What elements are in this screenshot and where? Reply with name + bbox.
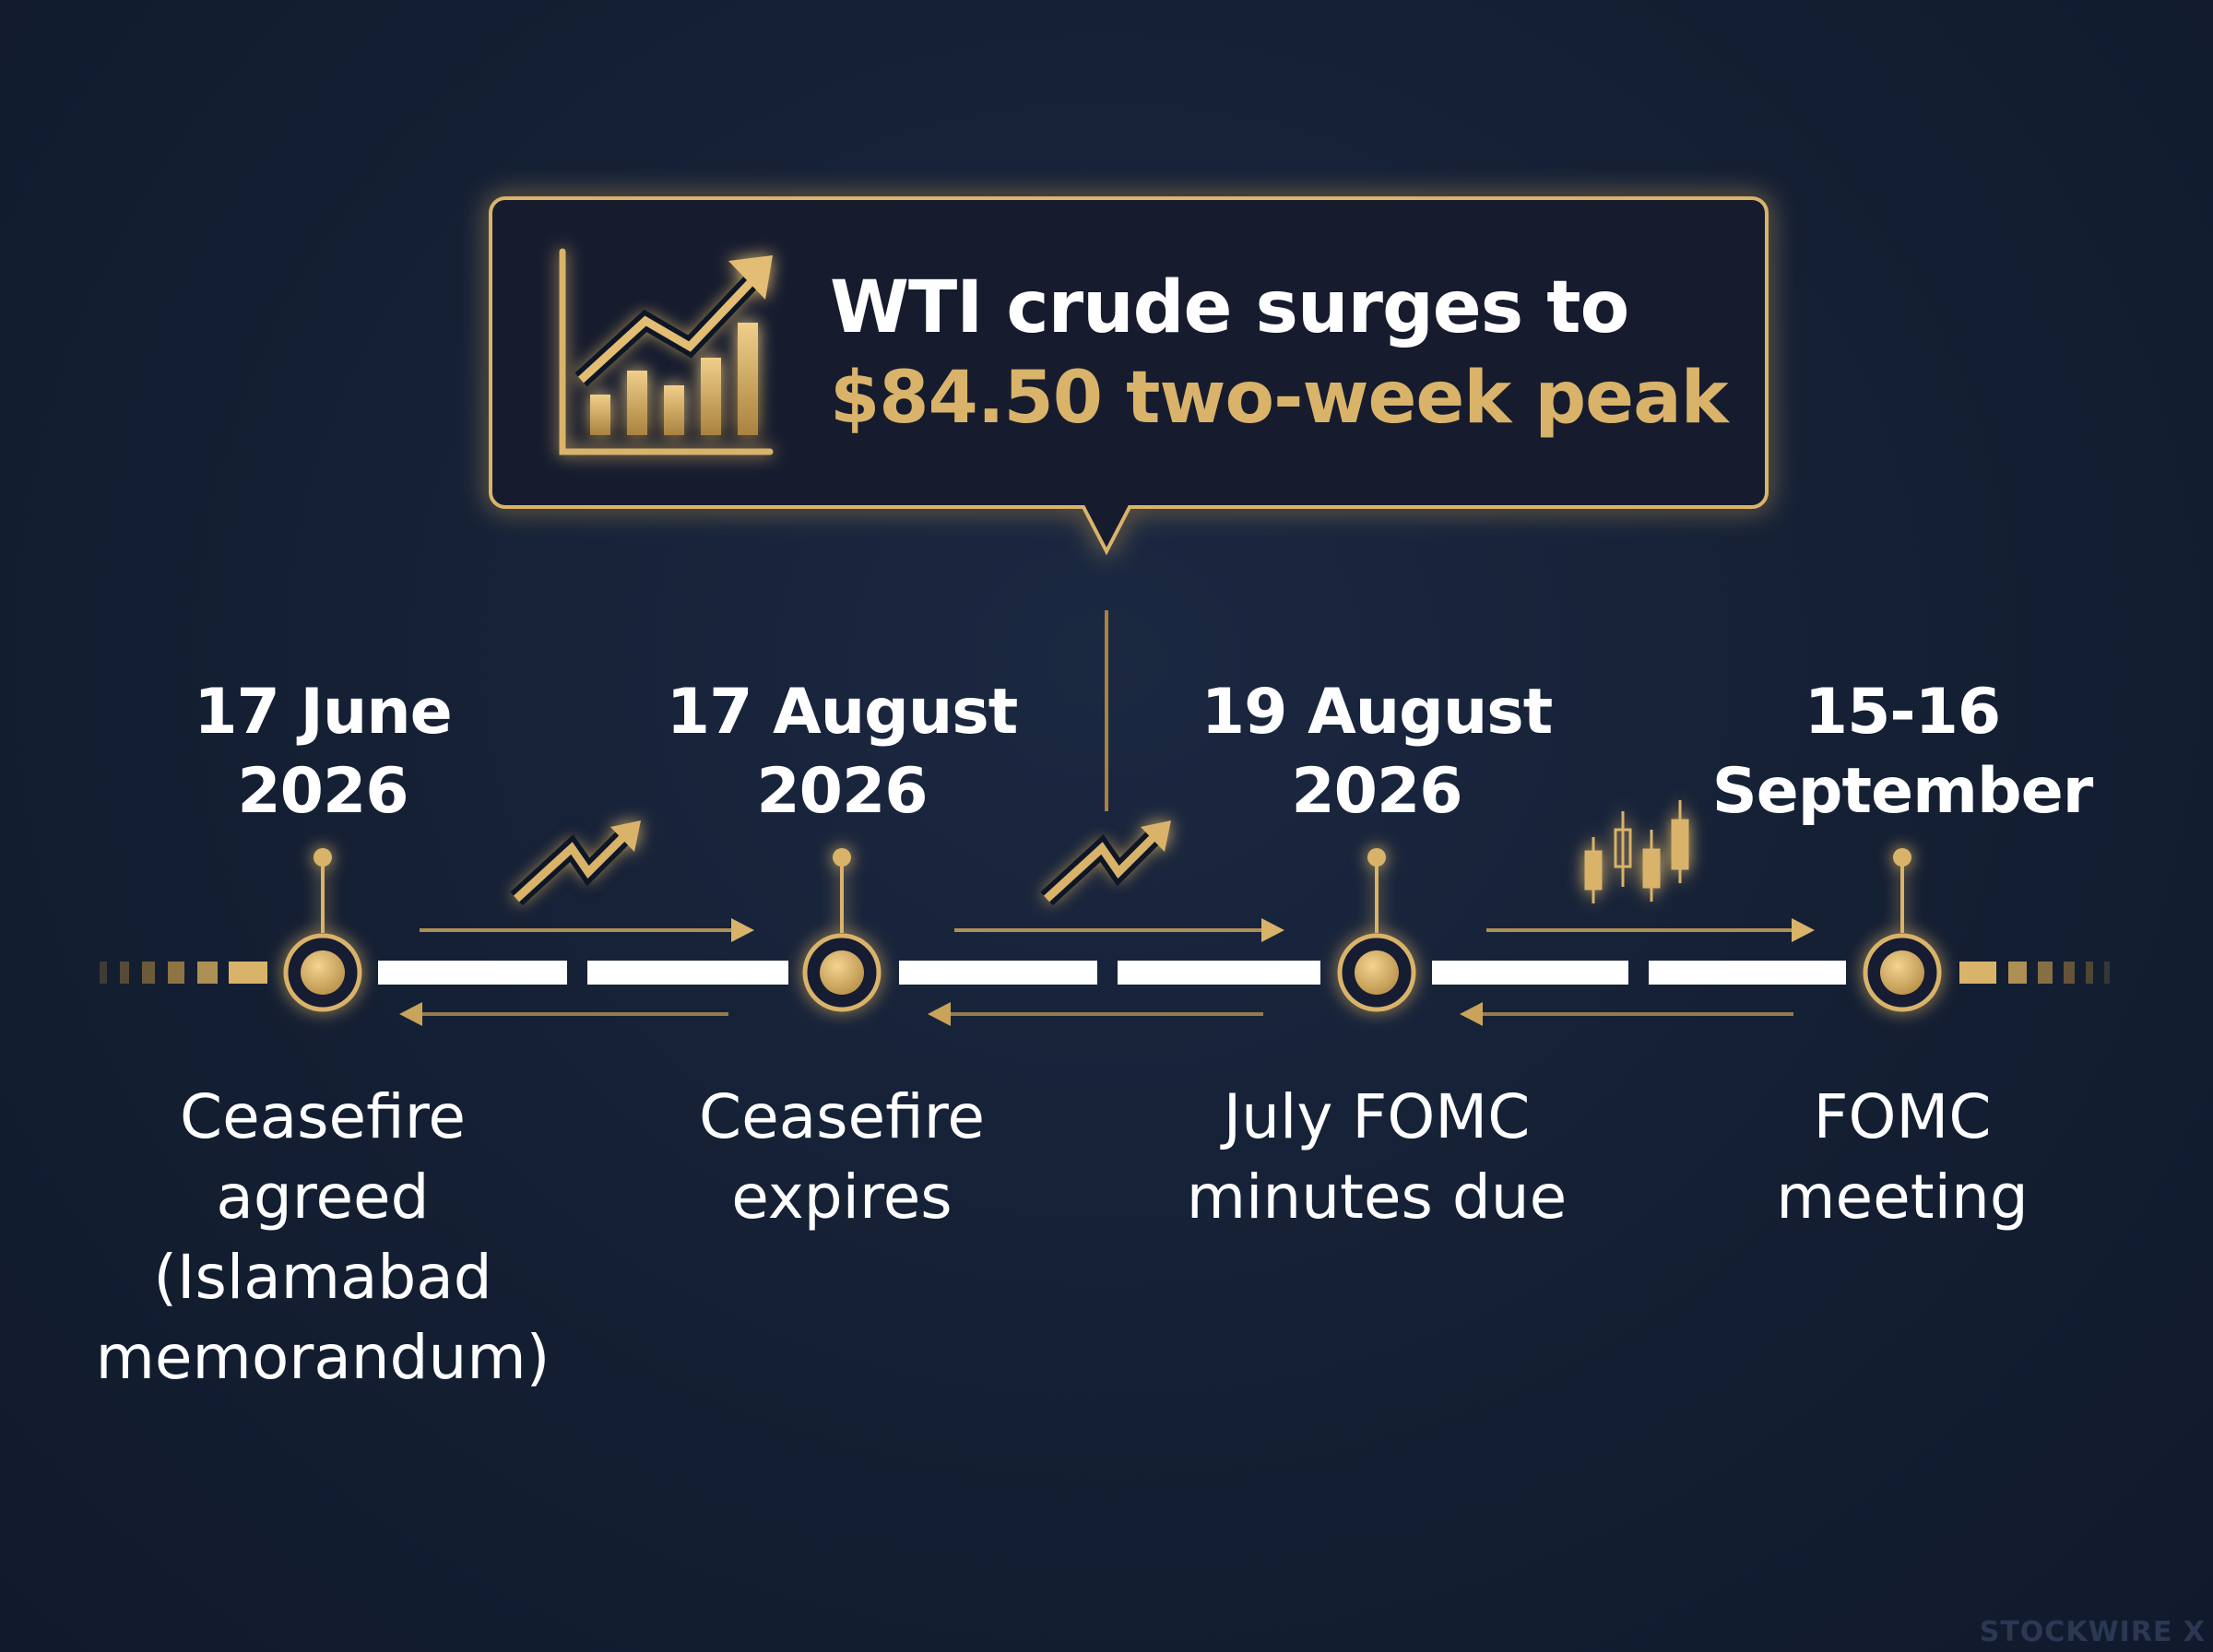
event-node xyxy=(1863,848,1942,1012)
callout-line-2: $84.50 two-week peak xyxy=(830,357,1729,440)
brand-watermark: STOCKWIRE X xyxy=(1979,1616,2206,1648)
event-label-line: Ceasefire xyxy=(699,1081,985,1152)
event-label-line: July FOMC xyxy=(1223,1081,1531,1152)
event-node xyxy=(802,848,882,1012)
event-label-line: Ceasefire xyxy=(180,1081,466,1152)
trend-up-icon xyxy=(510,820,641,906)
event-date-line: 2026 xyxy=(237,755,408,828)
callout-headline: WTI crude surges to $84.50 two-week peak xyxy=(830,263,1752,443)
event-label-line: meeting xyxy=(1776,1162,2029,1233)
event-date-line: September xyxy=(1711,755,2094,828)
event-label-line: memorandum) xyxy=(95,1322,550,1393)
event-label-line: (Islamabad xyxy=(153,1242,492,1313)
rising-bar-chart-icon xyxy=(559,248,774,455)
event-label-line: expires xyxy=(731,1162,953,1233)
event-label-line: minutes due xyxy=(1186,1162,1568,1233)
event-date-line: 17 June xyxy=(194,676,453,749)
segment-arrows xyxy=(399,918,1815,1026)
event-label-line: agreed xyxy=(216,1162,430,1233)
event-label-line: FOMC xyxy=(1813,1081,1992,1152)
candlestick-icon xyxy=(1584,800,1689,903)
callout-box xyxy=(489,196,1769,556)
event-date-line: 17 August xyxy=(666,676,1018,749)
event-date-line: 15-16 xyxy=(1804,676,2001,749)
event-label: Ceasefire agreed (Islamabad memorandum) xyxy=(65,1077,581,1398)
event-date: 17 August 2026 xyxy=(611,673,1072,832)
callout-line-1: WTI crude surges to xyxy=(830,266,1629,349)
event-node xyxy=(1337,848,1416,1012)
trend-up-icon xyxy=(1040,820,1171,906)
event-label: FOMC meeting xyxy=(1644,1077,2160,1237)
event-label: July FOMC minutes due xyxy=(1118,1077,1635,1237)
event-label: Ceasefire expires xyxy=(584,1077,1100,1237)
event-date-line: 19 August xyxy=(1201,676,1553,749)
event-date-line: 2026 xyxy=(1291,755,1462,828)
event-date: 15-16 September xyxy=(1672,673,2133,832)
event-date-line: 2026 xyxy=(756,755,928,828)
timeline-track xyxy=(100,961,2110,985)
event-date: 19 August 2026 xyxy=(1146,673,1607,832)
event-date: 17 June 2026 xyxy=(92,673,553,832)
event-node xyxy=(283,848,362,1012)
